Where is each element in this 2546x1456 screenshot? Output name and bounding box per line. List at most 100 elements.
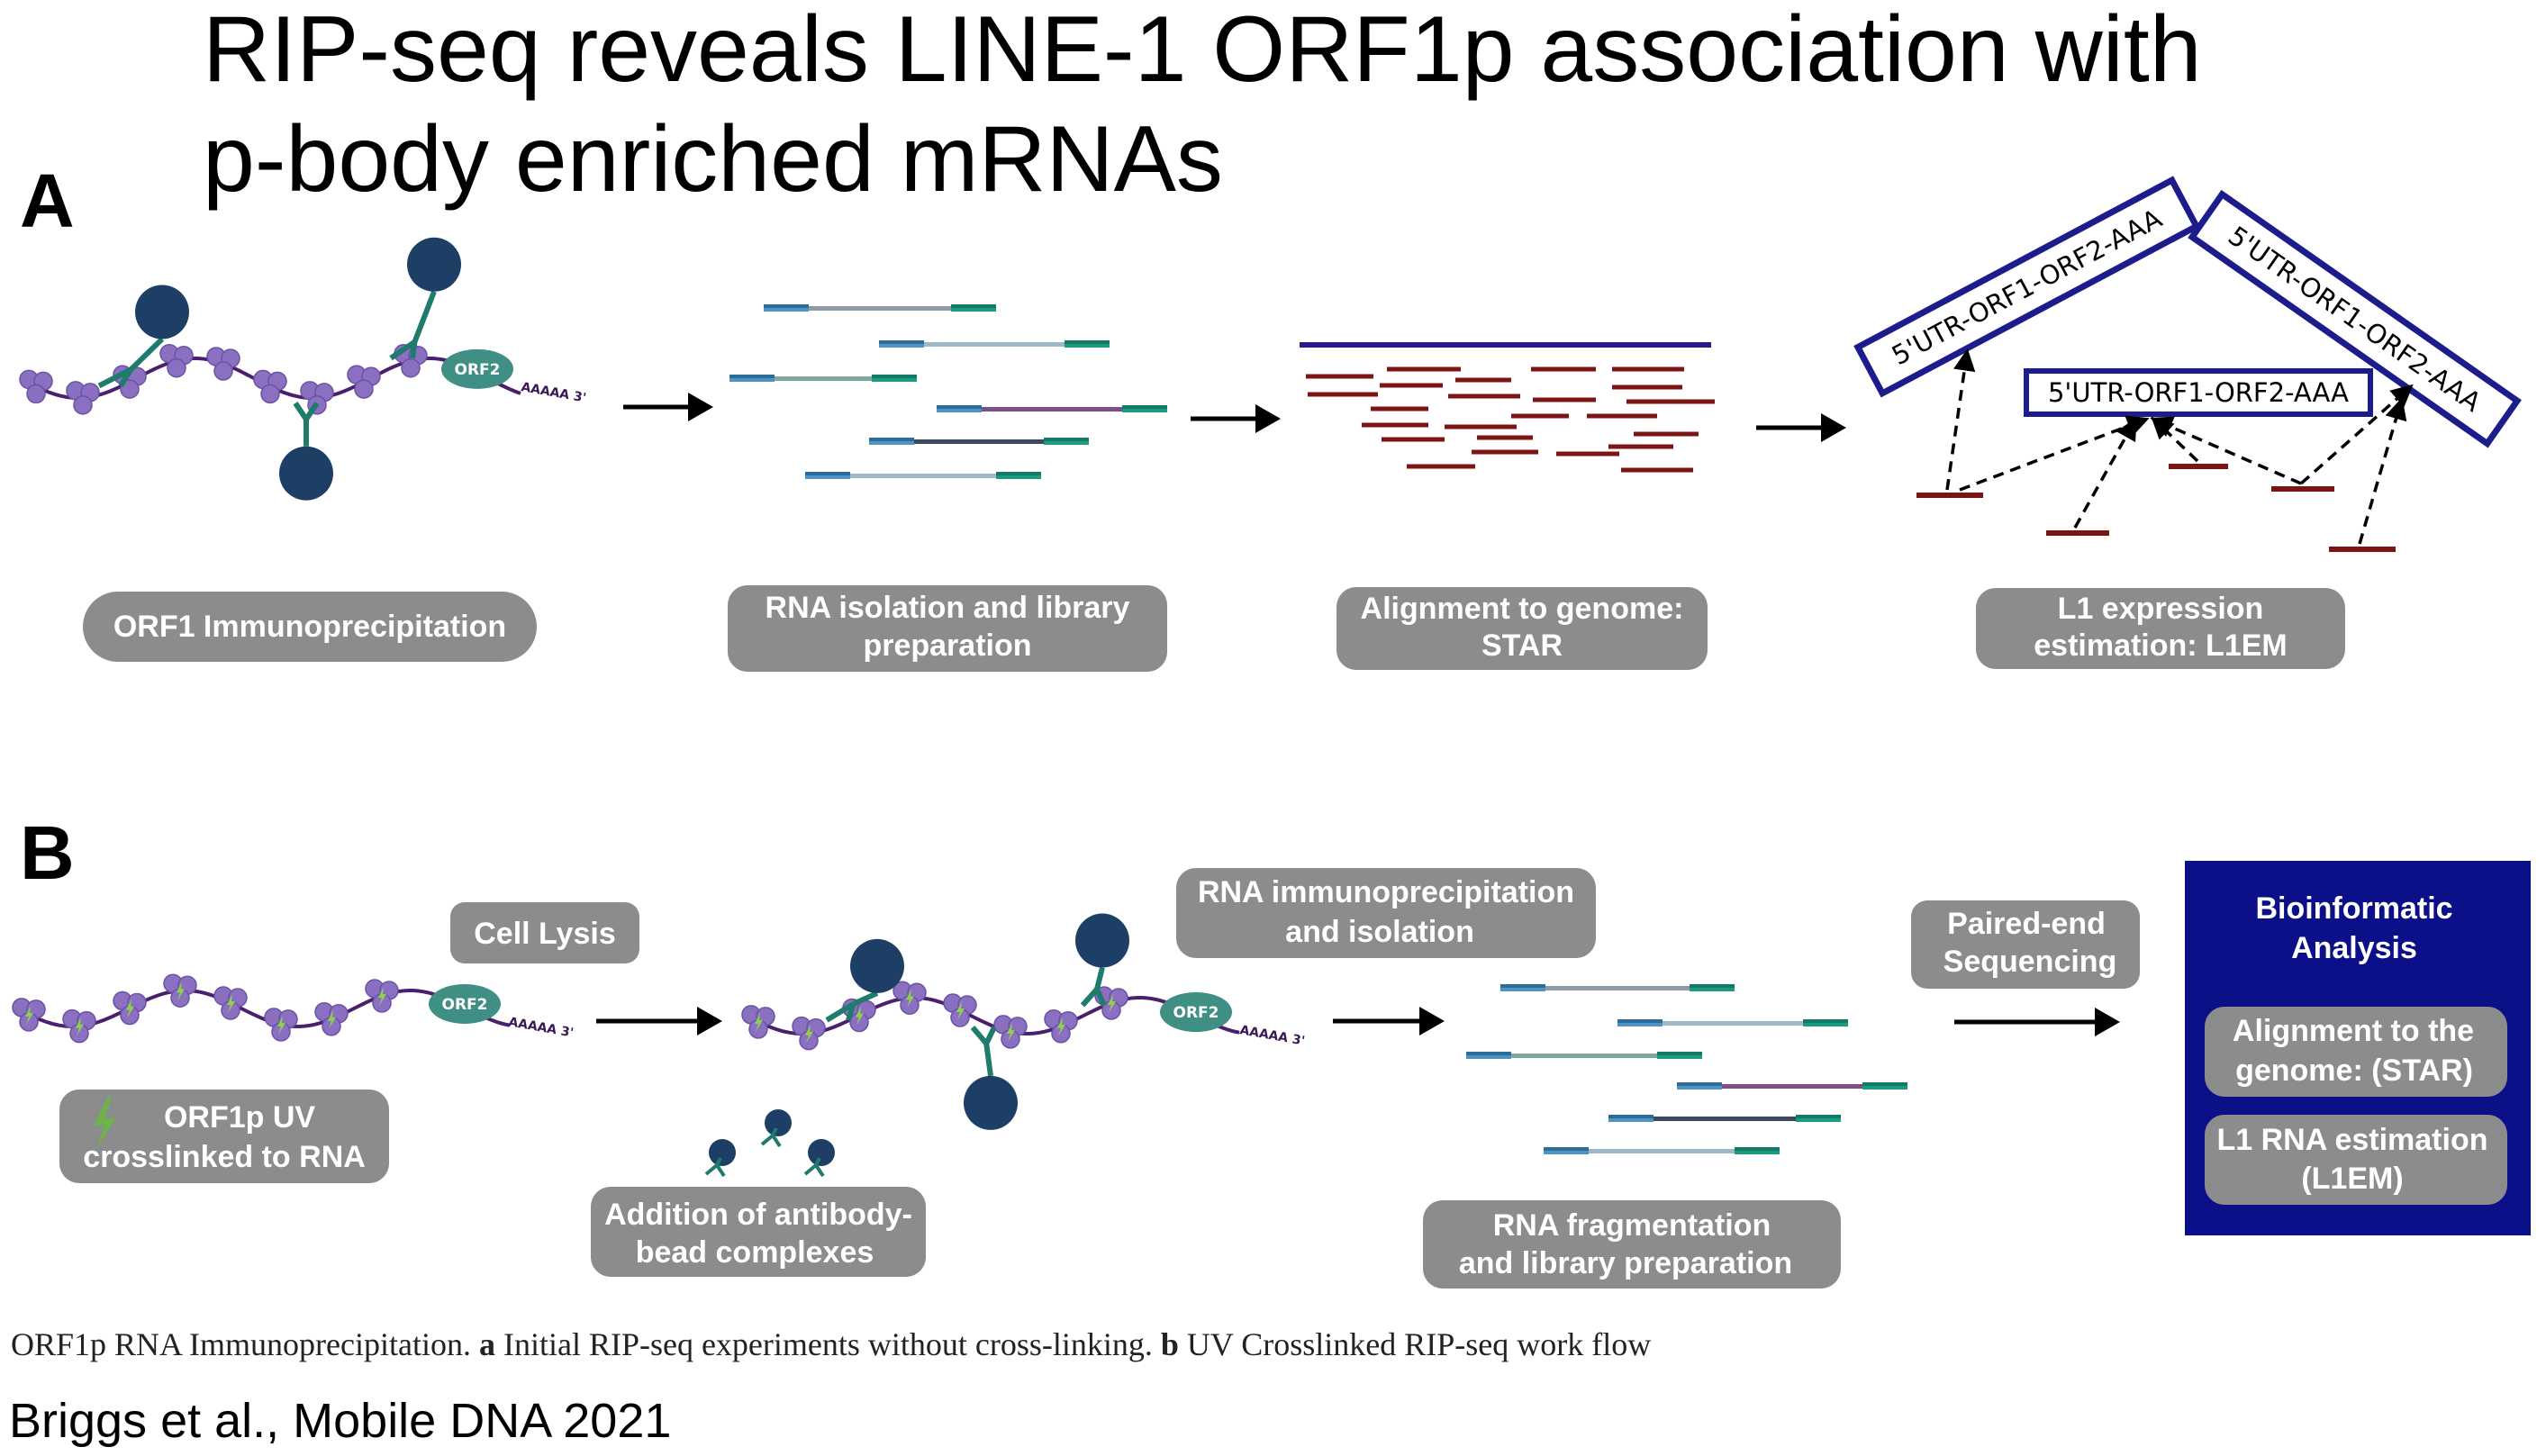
assignment-arrow: [2150, 416, 2302, 485]
antibody-stem: [814, 1157, 821, 1166]
antibody-bead: [135, 285, 189, 339]
pill-l1em: L1 expression estimation: L1EM: [1976, 588, 2345, 669]
read-end: [1500, 984, 1545, 988]
svg-text:5'UTR-ORF1-ORF2-AAA: 5'UTR-ORF1-ORF2-AAA: [2048, 377, 2349, 408]
antibody: [983, 1026, 997, 1045]
svg-text:Addition of antibody-: Addition of antibody-: [604, 1198, 912, 1232]
svg-text:Alignment to genome:: Alignment to genome:: [1361, 592, 1684, 626]
antibody: [970, 1025, 989, 1045]
antibody: [715, 1163, 726, 1178]
read-end: [937, 405, 982, 409]
antibody-stem: [983, 1043, 993, 1077]
pill-fragmentation: RNA fragmentation and library preparatio…: [1423, 1200, 1841, 1289]
svg-text:ORF1 Immunoprecipitation: ORF1 Immunoprecipitation: [113, 610, 506, 644]
antibody-bead: [279, 446, 333, 501]
antibody: [304, 402, 320, 421]
read-end: [1466, 1055, 1511, 1059]
polya-tail-label: AAAAA 3': [507, 1015, 575, 1040]
svg-text:Paired-end: Paired-end: [1947, 907, 2106, 941]
antibody: [814, 1163, 825, 1178]
antibody-bead: [709, 1139, 736, 1166]
read-end: [869, 438, 914, 441]
lightning-icon: [25, 1005, 33, 1025]
assignment-arrow: [2299, 384, 2414, 485]
free-antibody-beads: [704, 1109, 835, 1178]
lightning-icon: [328, 1009, 336, 1029]
orf1-protein: [26, 384, 46, 404]
read-insert: [982, 407, 1122, 411]
antibody: [760, 1134, 775, 1146]
read-end: [1044, 438, 1089, 441]
antibody: [771, 1134, 782, 1148]
antibody-stem: [715, 1157, 722, 1166]
read-insert: [1722, 1084, 1862, 1089]
read-end: [1044, 441, 1089, 445]
svg-text:ORF1p UV: ORF1p UV: [164, 1100, 315, 1135]
figure-caption: ORF1p RNA Immunoprecipitation. a Initial…: [11, 1326, 1651, 1362]
orf2-protein: [429, 983, 501, 1024]
svg-text:Alignment to the: Alignment to the: [2233, 1014, 2474, 1048]
read-end: [1796, 1115, 1841, 1118]
polya-tail-label: AAAAA 3': [520, 380, 587, 405]
read-end: [951, 304, 996, 308]
lightning-icon: [126, 999, 134, 1018]
read-end: [764, 304, 809, 308]
lightning-icon: [856, 1006, 864, 1026]
read-end: [996, 475, 1041, 479]
read-insert: [924, 342, 1065, 347]
read-end: [1735, 1151, 1780, 1154]
read-insert: [914, 439, 1044, 444]
antibody-stem: [852, 990, 879, 1007]
svg-text:Cell Lysis: Cell Lysis: [474, 917, 615, 951]
lightning-icon: [177, 981, 185, 1001]
panel-a-letter: A: [20, 158, 75, 243]
antibody: [1094, 988, 1107, 1007]
read-end: [1122, 409, 1167, 412]
antibody: [704, 1163, 719, 1176]
svg-text:RNA fragmentation: RNA fragmentation: [1493, 1208, 1771, 1243]
pill-antibody-bead: Addition of antibody- bead complexes: [591, 1187, 926, 1277]
orf1-protein: [120, 379, 140, 399]
read-end: [1862, 1082, 1907, 1086]
svg-text:L1 expression: L1 expression: [2058, 592, 2264, 626]
lightning-icon: [76, 1017, 84, 1036]
read-end: [1466, 1052, 1511, 1055]
bioinformatic-step-l1em: [2205, 1115, 2507, 1205]
antibody: [293, 402, 309, 421]
lightning-icon: [378, 986, 386, 1006]
read-insert: [1545, 986, 1690, 990]
read-end: [1544, 1147, 1589, 1151]
pill-paired-end: Paired-end Sequencing: [1911, 900, 2140, 989]
read-insert: [1654, 1117, 1796, 1121]
read-end: [1122, 405, 1167, 409]
read-end: [764, 308, 809, 312]
svg-text:STAR: STAR: [1481, 629, 1563, 663]
bioinformatic-step-star: [2205, 1007, 2507, 1097]
lightning-icon: [94, 1097, 115, 1148]
read-insert: [1663, 1021, 1803, 1026]
read-insert: [1511, 1054, 1657, 1058]
lightning-icon: [1057, 1017, 1065, 1036]
read-end: [1065, 340, 1110, 344]
antibody-bead: [1075, 913, 1129, 968]
read-end: [1065, 344, 1110, 348]
polya-tail-label: AAAAA 3': [1238, 1023, 1306, 1048]
read-end: [805, 475, 850, 479]
transcript-box-center: 5'UTR-ORF1-ORF2-AAA: [2024, 368, 2373, 417]
antibody-stem: [412, 290, 437, 343]
antibody: [118, 367, 133, 388]
read-end: [1803, 1019, 1848, 1023]
orf2-label: ORF2: [442, 996, 488, 1014]
read-end: [1617, 1019, 1663, 1023]
orf2-protein: [441, 348, 513, 389]
read-end: [729, 375, 775, 378]
read-end: [869, 441, 914, 445]
read-end: [1657, 1055, 1702, 1059]
panel-a-l1em: 5'UTR-ORF1-ORF2-AAA 5'UTR-ORF1-ORF2-AAA …: [1853, 176, 2522, 552]
orf1-protein: [213, 361, 233, 381]
orf1-protein: [73, 395, 93, 415]
read-end: [879, 340, 924, 344]
antibody: [846, 1003, 856, 1021]
svg-text:Sequencing: Sequencing: [1943, 945, 2117, 979]
